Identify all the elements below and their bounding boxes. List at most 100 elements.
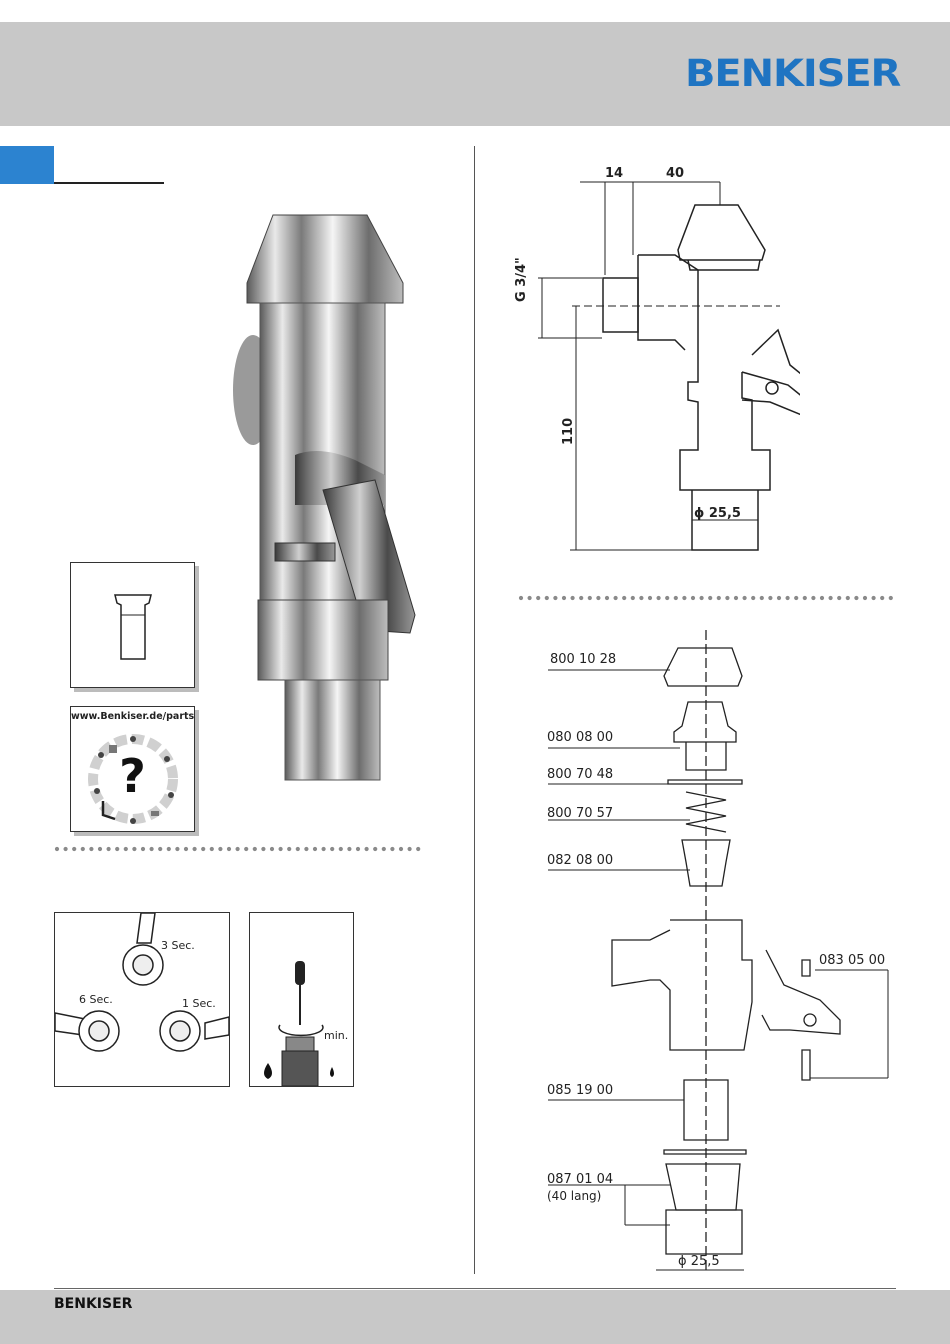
separator-dot [261,847,265,851]
separator-dot [708,596,712,600]
separator-dot [330,847,334,851]
footer-brand-logo: BENKISER [54,1296,132,1312]
separator-dot [408,847,412,851]
separator-dot [270,847,274,851]
separator-dot [545,596,549,600]
sleeve-box [70,562,195,688]
separator-dot [579,596,583,600]
dim-14: 14 [605,166,623,181]
separator-dot [279,847,283,851]
separator-dot [115,847,119,851]
separator-dot [218,847,222,851]
timing-3sec: 3 Sec. [161,939,195,952]
separator-dot [571,596,575,600]
dim-thread: G 3/4" [514,257,529,302]
part-800-10-28: 800 10 28 [550,652,616,667]
separator-dot [562,596,566,600]
separator-dot [81,847,85,851]
separator-dot [322,847,326,851]
timing-1sec: 1 Sec. [182,997,216,1010]
footer-band [0,1290,950,1344]
separator-dot [193,847,197,851]
separator-dot [880,596,884,600]
separator-dot [98,847,102,851]
separator-dot [553,596,557,600]
separator-dot [64,847,68,851]
separator-dot [682,596,686,600]
separator-dot [184,847,188,851]
dimension-drawing [520,160,800,560]
separator-dot [72,847,76,851]
column-divider [474,146,475,1274]
separator-dot [803,596,807,600]
product-photo [225,205,425,795]
separator-dot [786,596,790,600]
separator-dot [390,847,394,851]
separator-dot [296,847,300,851]
separator-dot [347,847,351,851]
separator-dot [150,847,154,851]
separator-dot [596,596,600,600]
separator-dot [691,596,695,600]
flow-min-label: min. [324,1029,348,1042]
section-underline [54,182,164,184]
separator-dot [829,596,833,600]
separator-dot [227,847,231,851]
separator-dot [313,847,317,851]
screwdriver-illustration [250,913,353,1086]
separator-dot [287,847,291,851]
separator-dot [777,596,781,600]
section-tab [0,146,54,184]
separator-dot [304,847,308,851]
dim-diameter: ϕ 25,5 [694,506,741,521]
left-dot-separator [54,845,424,853]
parts-box[interactable]: www.Benkiser.de/parts ? [70,706,195,832]
footer-rule [54,1288,896,1289]
part-085-19-00: 085 19 00 [547,1083,613,1098]
separator-dot [356,847,360,851]
separator-dot [373,847,377,851]
separator-dot [751,596,755,600]
right-dot-separator [518,594,898,602]
parts-url[interactable]: www.Benkiser.de/parts [71,711,194,722]
separator-dot [622,596,626,600]
separator-dot [863,596,867,600]
separator-dot [132,847,136,851]
separator-dot [811,596,815,600]
separator-dot [89,847,93,851]
part-800-70-57: 800 70 57 [547,806,613,821]
separator-dot [760,596,764,600]
part-note: (40 lang) [547,1189,601,1203]
separator-dot [631,596,635,600]
timing-6sec: 6 Sec. [79,993,113,1006]
separator-dot [639,596,643,600]
separator-dot [528,596,532,600]
separator-dot [55,847,59,851]
separator-dot [846,596,850,600]
bottom-diameter: ϕ 25,5 [678,1254,720,1269]
separator-dot [768,596,772,600]
part-083-05-00: 083 05 00 [819,953,885,968]
sleeve-icon [111,593,155,663]
separator-dot [339,847,343,851]
separator-dot [519,596,523,600]
separator-dot [674,596,678,600]
separator-dot [141,847,145,851]
separator-dot [700,596,704,600]
separator-dot [158,847,162,851]
separator-dot [536,596,540,600]
separator-dot [382,847,386,851]
part-082-08-00: 082 08 00 [547,853,613,868]
part-087-01-04: 087 01 04 [547,1172,613,1187]
separator-dot [734,596,738,600]
dim-40: 40 [666,166,684,181]
separator-dot [725,596,729,600]
separator-dot [717,596,721,600]
separator-dot [665,596,669,600]
separator-dot [588,596,592,600]
separator-dot [657,596,661,600]
separator-dot [837,596,841,600]
separator-dot [648,596,652,600]
separator-dot [236,847,240,851]
separator-dot [794,596,798,600]
